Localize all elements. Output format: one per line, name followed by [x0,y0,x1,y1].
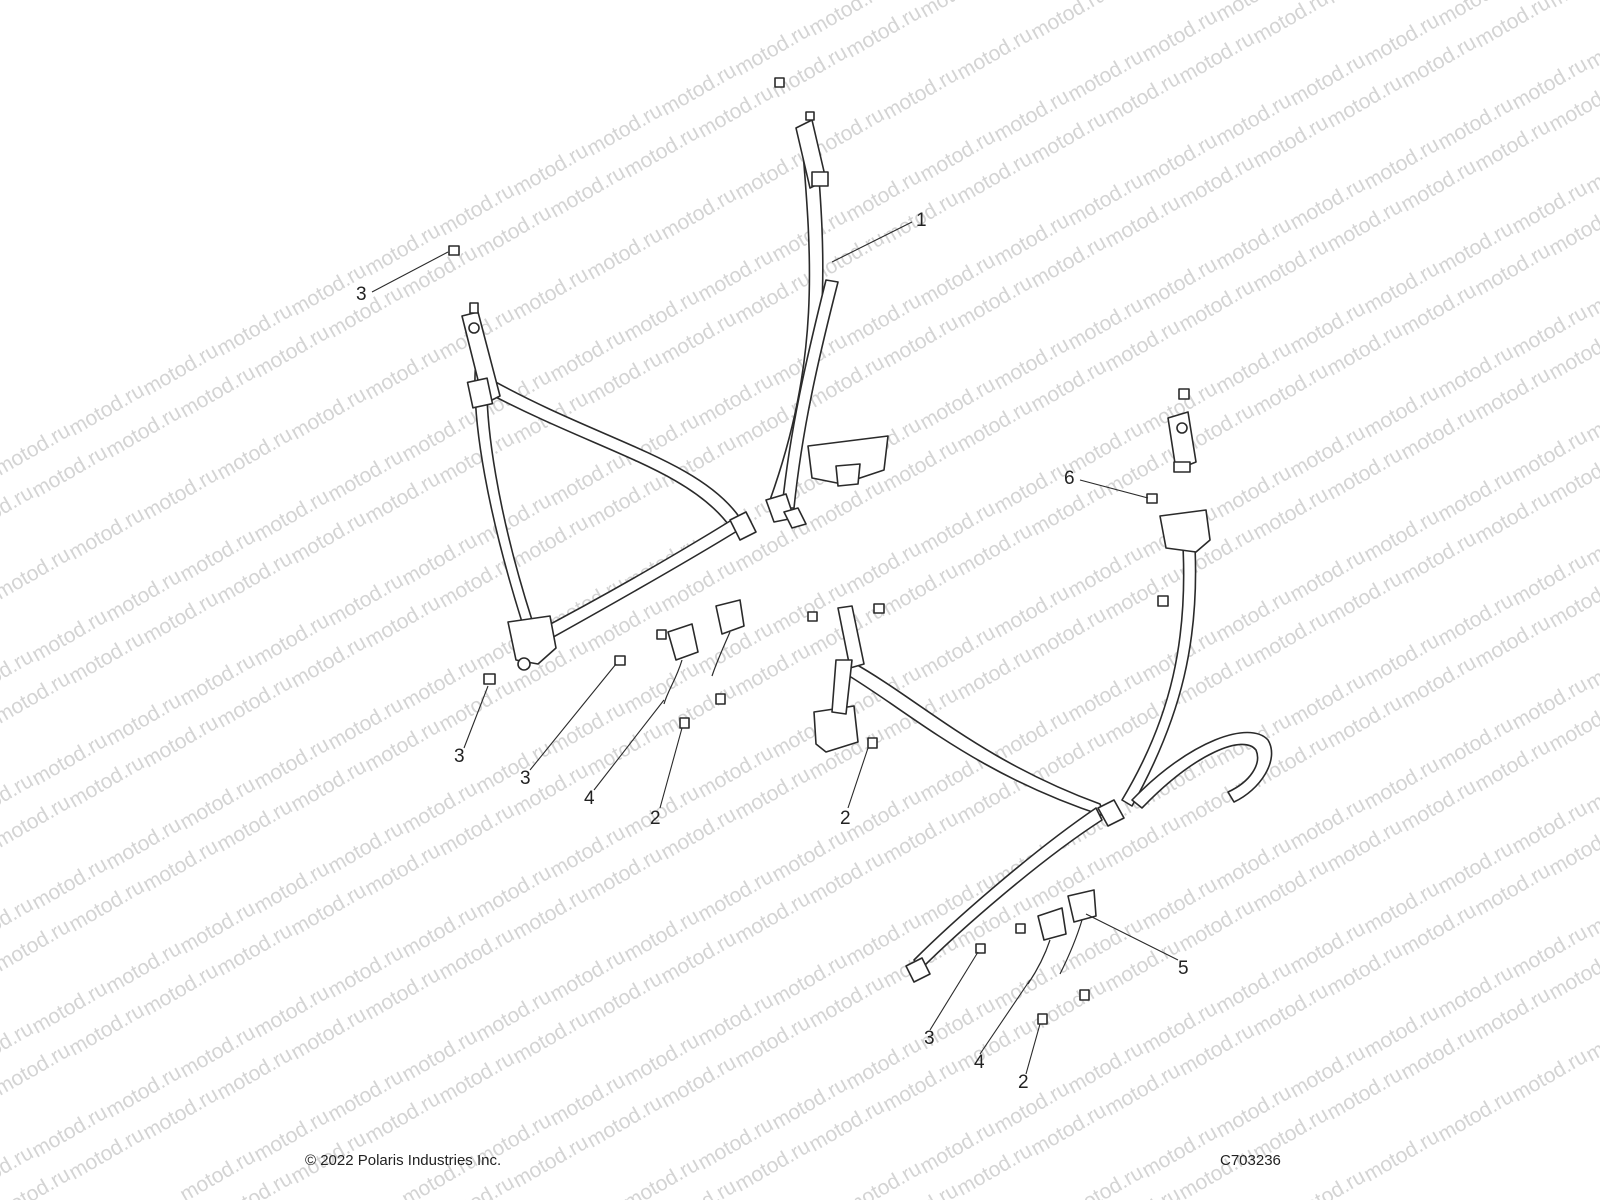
callout-4: 4 [974,1052,985,1073]
watermark-text: motod.ru [657,183,740,244]
watermark-text: motod.ru [842,1157,925,1200]
callout-3: 3 [520,768,531,789]
watermark-text: motod.ru [1064,1161,1147,1200]
leader-3b [463,685,489,749]
buckle-set-lower [1027,889,1097,985]
callout-3: 3 [356,284,367,305]
watermark-text: motod.ru [953,23,1036,84]
watermark-text: motod.ru [879,63,962,124]
leader-2a [659,727,683,809]
watermark-text: motod.ru [65,503,148,564]
watermark-text: motod.ru [0,543,74,604]
callout-4: 4 [584,788,595,809]
watermark-text: motod.ru [583,223,666,284]
callout-2: 2 [1018,1072,1029,1093]
leader-2c [1025,1023,1041,1075]
watermark-text: motod.ru [1027,0,1110,44]
callout-5: 5 [1178,958,1189,979]
watermark-text: motod.ru [1323,0,1406,8]
watermark-text: motod.ru [361,343,444,404]
callout-3: 3 [454,746,465,767]
watermark-text: motod.ru [139,463,222,524]
callout-1: 1 [916,210,927,231]
watermark-text: motod.ru [1360,1125,1443,1186]
watermark-text: motod.ru [287,383,370,444]
watermark-text: motod.ru [1286,1165,1369,1200]
seat-belt-assembly-lower-right [813,411,1273,983]
seat-belt-assembly-upper-left [461,302,757,671]
watermark-text: motod.ru [1249,0,1332,48]
copyright-notice: © 2022 Polaris Industries Inc. [305,1152,502,1169]
callout-2: 2 [840,808,851,829]
callout-6: 6 [1064,468,1075,489]
leader-4a [593,699,665,791]
watermark-text: motod.ru [1434,1085,1517,1146]
buckle-set-upper [663,599,745,705]
leader-5 [1085,913,1179,961]
callout-3: 3 [924,1028,935,1049]
leader-3a [371,251,449,293]
watermark-text: motod.ru [1508,1045,1591,1106]
leader-1 [831,221,913,263]
callout-labels: 1 3 6 3 3 4 2 2 5 3 4 2 [356,210,1189,1093]
leader-6 [1079,479,1149,499]
drawing-number: C703236 [1220,1152,1281,1169]
callout-2: 2 [650,808,661,829]
watermark-text: motod.ru [620,1153,703,1200]
seat-belt-assembly-upper-center [765,111,889,529]
watermark-text: motod.ru [1101,0,1184,4]
watermark-text: motod.ru [509,263,592,324]
leader-2b [847,747,869,809]
hardware-nuts-bolts [448,77,1190,1025]
leader-3d [929,951,979,1031]
leader-3c [529,663,617,771]
watermark-text: motod.ru [213,423,296,484]
leader-4b [979,979,1031,1055]
callout-leaders [371,221,1179,1075]
watermark-text: motod.ru [916,0,999,22]
